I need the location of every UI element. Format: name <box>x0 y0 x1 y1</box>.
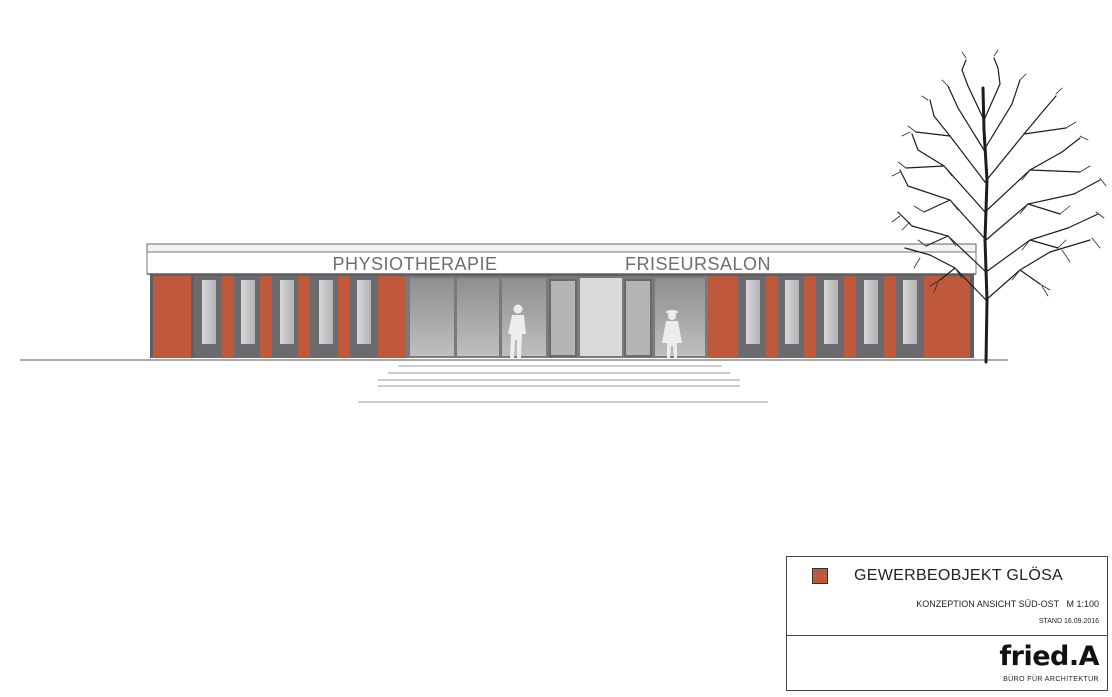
drawing-subtitle: KONZEPTION ANSICHT SÜD-OST M 1:100 <box>916 599 1099 609</box>
window-glass <box>202 280 216 344</box>
sign-friseursalon: FRISEURSALON <box>625 254 771 274</box>
window-glass <box>241 280 255 344</box>
window-glass <box>785 280 799 344</box>
terracotta-panel <box>844 276 856 358</box>
terracotta-panel <box>804 276 816 358</box>
color-swatch <box>812 568 828 584</box>
person-silhouette-man <box>508 304 526 358</box>
project-title: GEWERBEOBJEKT GLÖSA <box>854 567 1064 584</box>
glass-pane <box>457 278 499 356</box>
terracotta-panel <box>260 276 272 358</box>
right-wing <box>708 276 970 358</box>
window-glass <box>746 280 760 344</box>
title-block: GEWERBEOBJEKT GLÖSA KONZEPTION ANSICHT S… <box>786 556 1108 691</box>
terracotta-panel <box>298 276 310 358</box>
entrance-glazing <box>406 276 708 358</box>
company-tagline: BÜRO FÜR ARCHITEKTUR <box>1003 676 1099 683</box>
glass-pane <box>655 278 705 356</box>
window-glass <box>319 280 333 344</box>
roof-slab <box>146 243 977 253</box>
opening-bright <box>580 278 622 356</box>
terracotta-panel <box>766 276 778 358</box>
title-block-divider <box>787 635 1107 636</box>
window-glass <box>824 280 838 344</box>
terracotta-panel <box>338 276 350 358</box>
terracotta-panel <box>222 276 234 358</box>
terracotta-panel <box>924 276 970 358</box>
glass-pane <box>410 278 454 356</box>
tree-illustration <box>891 49 1107 364</box>
person-silhouette-woman <box>662 310 682 358</box>
window-glass <box>357 280 371 344</box>
window-glass <box>280 280 294 344</box>
door-pane <box>624 279 652 357</box>
tree-trunk <box>981 86 989 364</box>
window-glass <box>864 280 878 344</box>
drawing-date: STAND 16.09.2016 <box>1038 618 1099 625</box>
fascia-band <box>146 251 977 275</box>
tree-twigs <box>891 49 1107 297</box>
terracotta-panel <box>153 276 191 358</box>
terracotta-panel <box>708 276 738 358</box>
front-steps <box>358 365 768 403</box>
terracotta-panel <box>884 276 896 358</box>
window-glass <box>903 280 917 344</box>
company-logo: fried.A <box>999 641 1099 672</box>
sign-physiotherapie: PHYSIOTHERAPIE <box>332 254 497 274</box>
door-pane <box>549 279 577 357</box>
left-wing <box>153 276 406 358</box>
terracotta-panel <box>378 276 406 358</box>
